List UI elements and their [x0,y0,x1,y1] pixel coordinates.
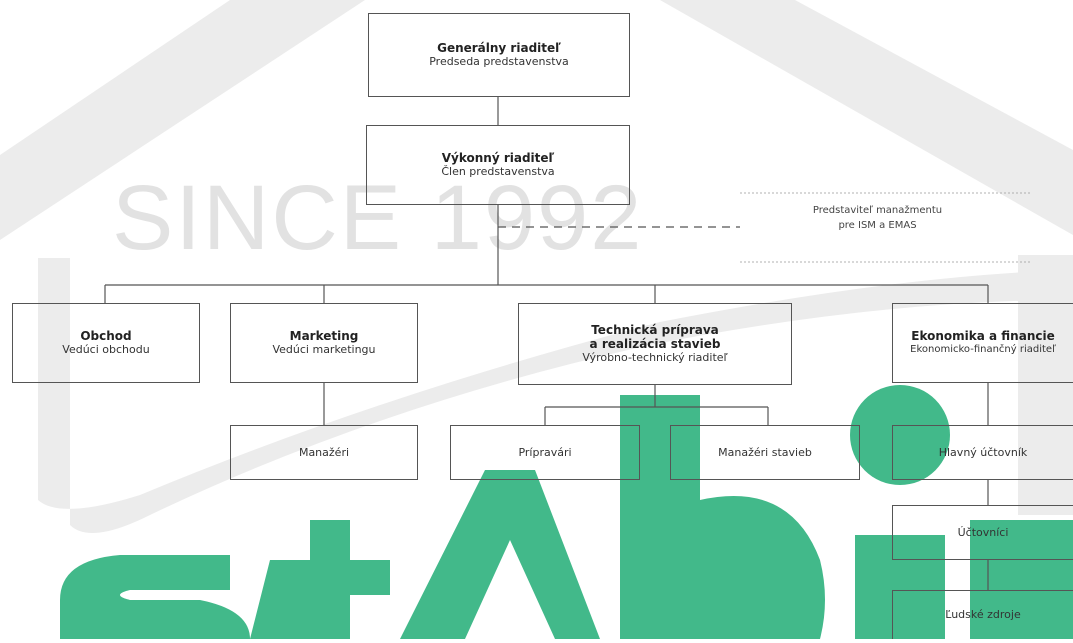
obchod-title: Obchod [80,329,132,343]
box-marketing: Marketing Vedúci marketingu [230,303,418,383]
pripravari-label: Prípravári [518,445,572,459]
box-technicka-priprava: Technická príprava a realizácia stavieb … [518,303,792,385]
marketing-subtitle: Vedúci marketingu [272,343,376,356]
ceo-title: Generálny riaditeľ [437,41,561,55]
ekonomika-subtitle: Ekonomicko-finančný riaditeľ [910,344,1056,355]
exec-subtitle: Člen predstavenstva [441,165,555,178]
ludske-zdroje-label: Ľudské zdroje [945,608,1021,621]
box-manazeri: Manažéri [230,425,418,480]
management-rep-line2: pre ISM a EMAS [838,220,917,231]
management-representative-note: Predstaviteľ manažmentu pre ISM a EMAS [760,203,995,233]
technicka-subtitle: Výrobno-technický riaditeľ [582,351,728,364]
technicka-title-2: a realizácia stavieb [589,337,721,351]
watermark-since-text: SINCE 1992 [112,167,644,269]
box-vykonny-riaditel: Výkonný riaditeľ Člen predstavenstva [366,125,630,205]
box-manazeri-stavieb: Manažéri stavieb [670,425,860,480]
box-hlavny-uctovnik: Hlavný účtovník [892,425,1073,480]
box-pripravari: Prípravári [450,425,640,480]
manazeri-label: Manažéri [298,445,350,459]
uctovnici-label: Účtovníci [957,525,1009,539]
exec-title: Výkonný riaditeľ [441,151,555,165]
ekonomika-title: Ekonomika a financie [911,329,1055,343]
hlavny-uctovnik-label: Hlavný účtovník [938,445,1028,459]
ceo-subtitle: Predseda predstavenstva [429,55,569,68]
obchod-subtitle: Vedúci obchodu [62,343,150,356]
management-rep-line1: Predstaviteľ manažmentu [812,205,943,216]
marketing-title: Marketing [289,329,359,343]
box-uctovnici: Účtovníci [892,505,1073,560]
box-generalny-riaditel: Generálny riaditeľ Predseda predstavenst… [368,13,630,97]
box-obchod: Obchod Vedúci obchodu [12,303,200,383]
box-ludske-zdroje: Ľudské zdroje [892,590,1073,639]
box-ekonomika-financie: Ekonomika a financie Ekonomicko-finančný… [892,303,1073,383]
manazeri-stavieb-label: Manažéri stavieb [718,445,812,459]
technicka-title-1: Technická príprava [591,323,719,337]
